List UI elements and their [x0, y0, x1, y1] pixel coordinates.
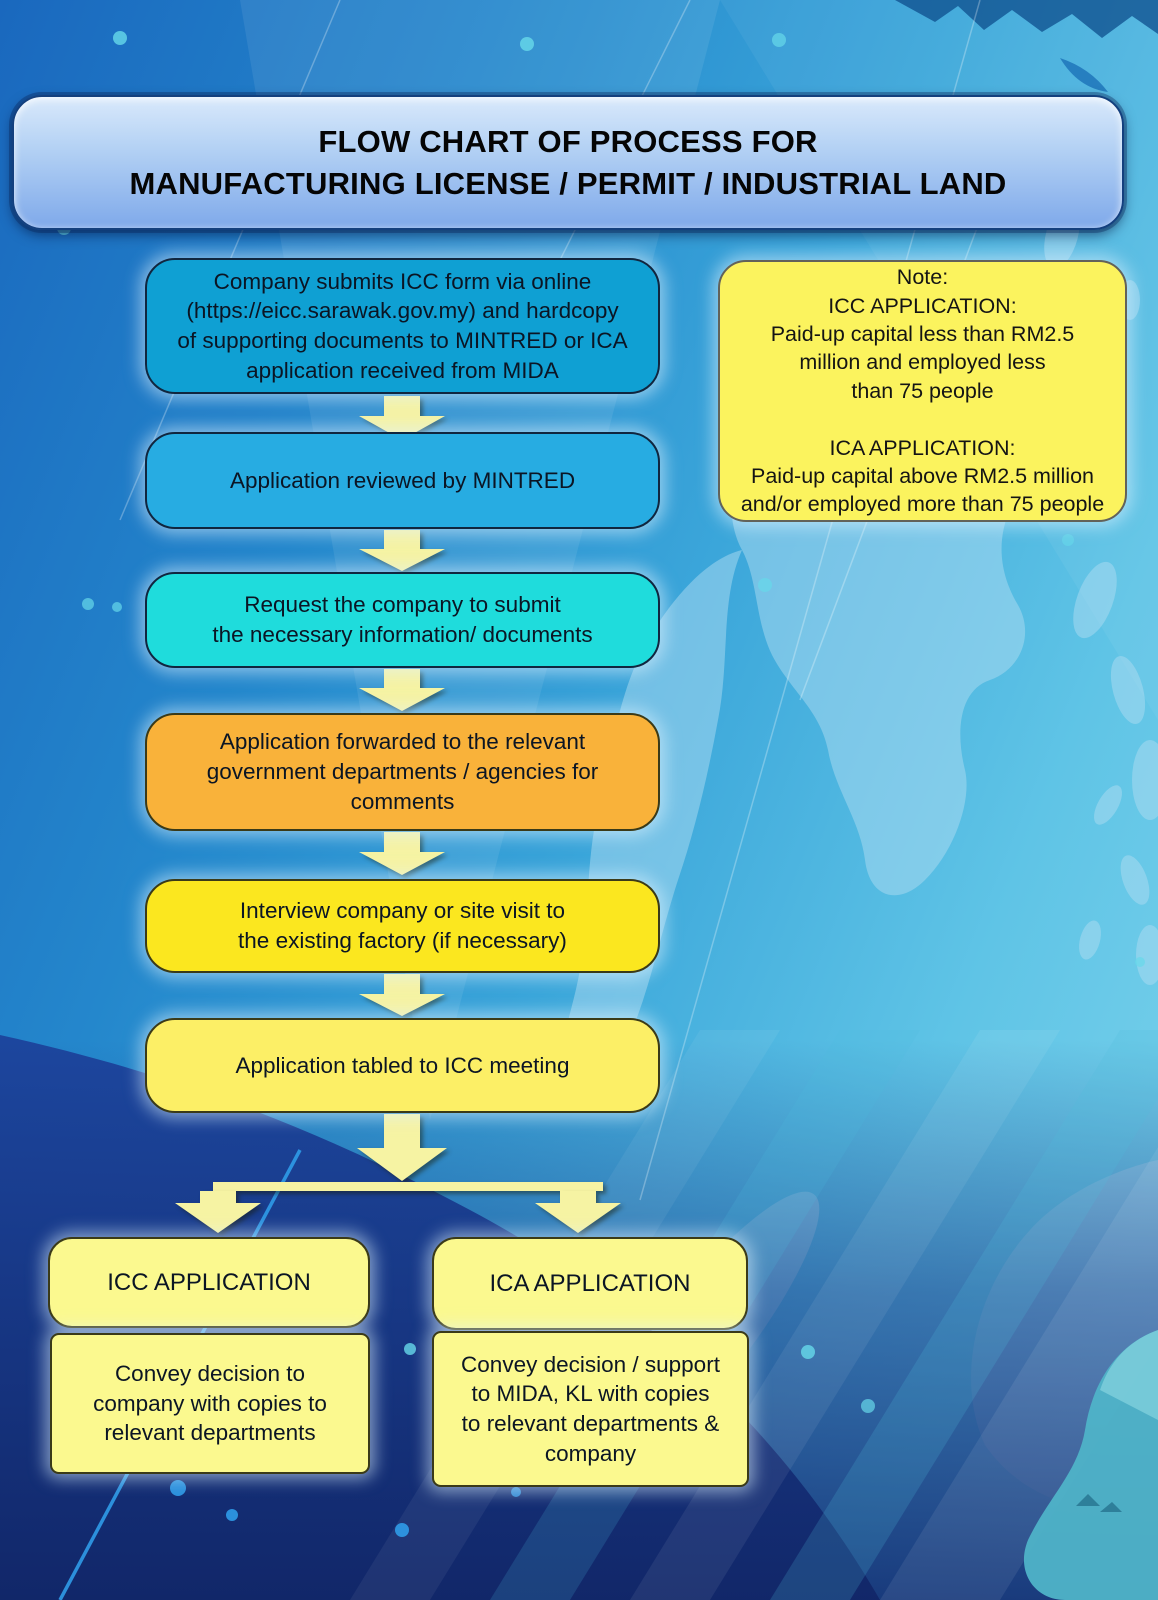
flow-step-reviewed-by-mintred: Application reviewed by MINTRED — [145, 432, 660, 529]
flow-step-tabled-icc-meeting: Application tabled to ICC meeting — [145, 1018, 660, 1113]
arrow-step3-step4 — [359, 669, 445, 711]
arrow-step6-split — [357, 1114, 447, 1181]
ica-outcome-box: Convey decision / support to MIDA, KL wi… — [432, 1331, 749, 1487]
ica-application-header: ICA APPLICATION — [432, 1237, 748, 1330]
icc-outcome-box: Convey decision to company with copies t… — [50, 1333, 370, 1474]
note-box: Note: ICC APPLICATION: Paid-up capital l… — [718, 260, 1127, 522]
arrow-step5-step6 — [359, 974, 445, 1016]
flow-step-request-information: Request the company to submit the necess… — [145, 572, 660, 668]
arrow-step1-step2 — [359, 396, 445, 440]
icc-application-header: ICC APPLICATION — [48, 1237, 370, 1328]
flow-step-forwarded-to-departments: Application forwarded to the relevant go… — [145, 713, 660, 831]
page-title: FLOW CHART OF PROCESS FOR MANUFACTURING … — [12, 95, 1124, 230]
coastline-shape-2 — [1060, 58, 1108, 92]
australia-shape — [1023, 1330, 1158, 1600]
flow-step-submit-icc-form: Company submits ICC form via online (htt… — [145, 258, 660, 394]
coastline-shape — [895, 0, 1158, 38]
split-bar — [213, 1182, 603, 1191]
arrow-split-icc — [175, 1191, 261, 1233]
arrow-split-ica — [535, 1191, 621, 1233]
flow-step-interview-site-visit: Interview company or site visit to the e… — [145, 879, 660, 973]
arrow-step2-step3 — [359, 530, 445, 571]
arrow-step4-step5 — [359, 832, 445, 875]
